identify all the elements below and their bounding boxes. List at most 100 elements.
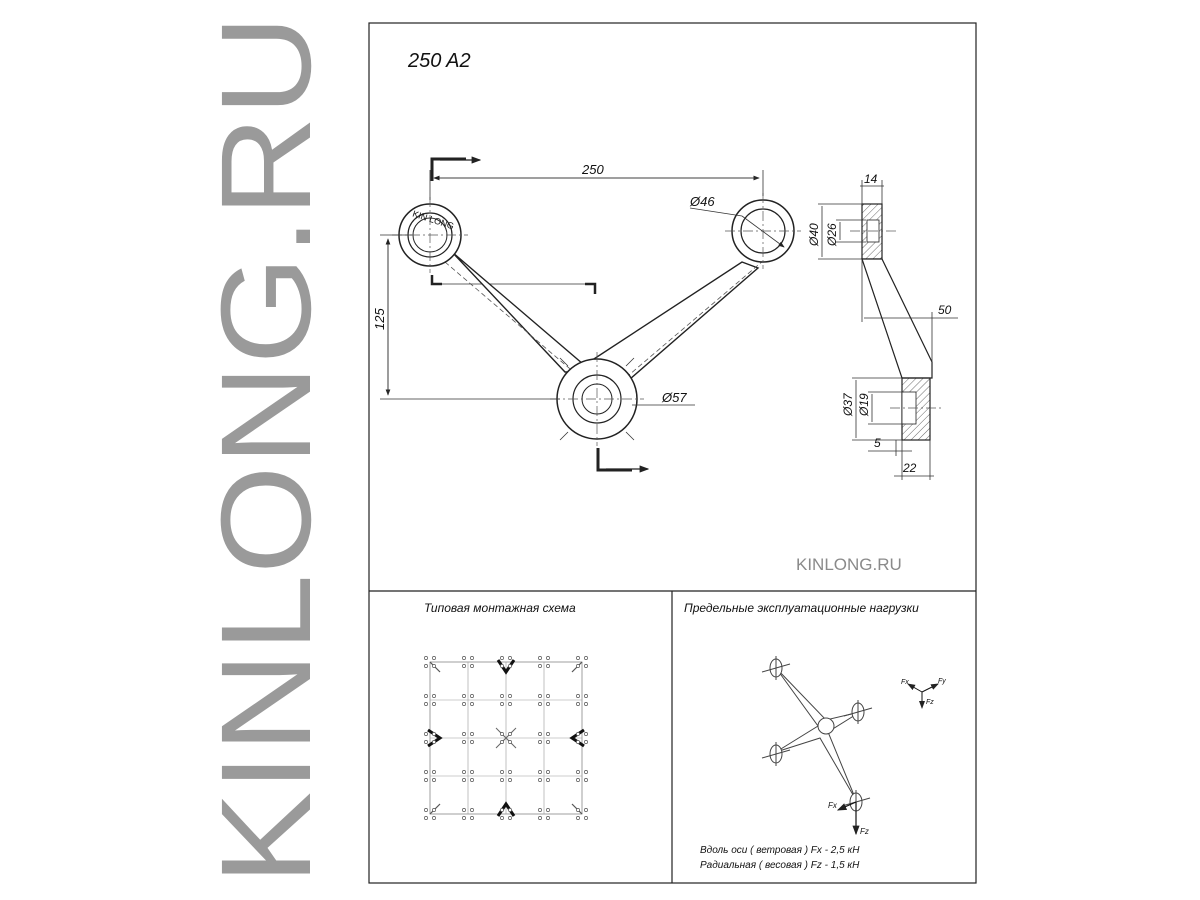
- fixing-point: [470, 664, 474, 668]
- fixing-point: [508, 702, 512, 706]
- fixing-point: [508, 664, 512, 668]
- fixing-point: [432, 778, 436, 782]
- fixing-point: [538, 740, 542, 744]
- fixing-point: [462, 702, 466, 706]
- model-title: 250 A2: [407, 50, 471, 72]
- fixing-point: [424, 816, 428, 820]
- section-mark-top: [430, 156, 482, 181]
- dim-side-inner-label: Ø26: [825, 223, 839, 247]
- fixing-point: [424, 778, 428, 782]
- dim-height-label: 125: [372, 308, 387, 330]
- fixing-point: [500, 770, 504, 774]
- fixing-point: [432, 808, 436, 812]
- fixing-point: [584, 770, 588, 774]
- fixing-point: [508, 732, 512, 736]
- fixing-point: [508, 816, 512, 820]
- load-point-2: [843, 700, 873, 724]
- dim-top-ring: Ø46: [689, 194, 785, 248]
- top-left-ring: KIN LONG: [392, 197, 468, 273]
- fixing-point: [576, 770, 580, 774]
- fixing-point: [538, 664, 542, 668]
- fixing-point: [432, 656, 436, 660]
- axes-fy-label: Fy: [938, 678, 946, 685]
- fixing-point: [470, 702, 474, 706]
- fixing-point: [584, 664, 588, 668]
- dim-side-outer-label: Ø40: [807, 223, 821, 247]
- axes-legend: Fx Fy Fz: [901, 678, 946, 709]
- fixing-point: [546, 656, 550, 660]
- fixing-point: [470, 732, 474, 736]
- axes-fz-label: Fz: [926, 699, 934, 706]
- fixing-point: [546, 778, 550, 782]
- fixing-point: [500, 778, 504, 782]
- fixing-point: [576, 808, 580, 812]
- fixing-point: [500, 702, 504, 706]
- fixing-point: [432, 740, 436, 744]
- fixing-point: [432, 694, 436, 698]
- fixing-point: [470, 740, 474, 744]
- load-axial-text: Вдоль оси ( ветровая ) Fx - 2,5 кН: [700, 845, 860, 856]
- fixing-point: [576, 656, 580, 660]
- mounting-scheme: [424, 656, 588, 820]
- mounting-title: Типовая монтажная схема: [424, 601, 576, 615]
- load-point-1: [761, 656, 791, 680]
- dim-bottom-outer-label: Ø37: [841, 392, 855, 417]
- fixing-point: [500, 808, 504, 812]
- fixing-point: [508, 694, 512, 698]
- fixing-point: [470, 808, 474, 812]
- fixing-point: [424, 702, 428, 706]
- fixing-point: [462, 808, 466, 812]
- fixing-point: [432, 664, 436, 668]
- fixing-point: [470, 694, 474, 698]
- fixing-point: [424, 694, 428, 698]
- fixing-point: [546, 664, 550, 668]
- fixing-point: [508, 740, 512, 744]
- fixing-point: [424, 664, 428, 668]
- fixing-point: [508, 656, 512, 660]
- fixing-point: [500, 732, 504, 736]
- fixing-point: [500, 740, 504, 744]
- fixing-point: [584, 694, 588, 698]
- loads-diagram: Fx Fz: [761, 656, 873, 836]
- spider-front-view: KIN LONG 250: [372, 156, 801, 473]
- fixing-point: [462, 770, 466, 774]
- fixing-point: [576, 664, 580, 668]
- fixing-point: [576, 732, 580, 736]
- dim-center-ring-label: Ø57: [661, 390, 687, 405]
- fixing-point: [576, 702, 580, 706]
- fixing-point: [500, 694, 504, 698]
- fixing-point: [470, 816, 474, 820]
- fixing-point: [508, 770, 512, 774]
- dim-thickness-label: 14: [864, 172, 878, 186]
- section-mark-bottom: [596, 448, 650, 473]
- fixing-point: [424, 732, 428, 736]
- fixing-point: [576, 778, 580, 782]
- section-bracket: [430, 275, 597, 294]
- top-right-ring: [725, 193, 801, 269]
- fixing-point: [584, 740, 588, 744]
- fixing-point: [538, 808, 542, 812]
- fixing-point: [584, 808, 588, 812]
- fixing-point: [432, 702, 436, 706]
- fixing-point: [546, 808, 550, 812]
- fixing-point: [500, 664, 504, 668]
- fixing-point: [584, 778, 588, 782]
- force-x-label: Fx: [828, 801, 838, 810]
- fixing-point: [546, 694, 550, 698]
- fixing-point: [546, 740, 550, 744]
- force-z-label: Fz: [860, 827, 869, 836]
- fixing-point: [538, 702, 542, 706]
- fixing-point: [462, 656, 466, 660]
- fixing-point: [538, 656, 542, 660]
- fixing-point: [576, 694, 580, 698]
- center-ring: [550, 352, 644, 446]
- fixing-point: [546, 702, 550, 706]
- fixing-point: [424, 808, 428, 812]
- fixing-point: [462, 740, 466, 744]
- dim-top-ring-label: Ø46: [689, 194, 715, 209]
- fixing-point: [432, 732, 436, 736]
- dim-bottom-inner-label: Ø19: [857, 393, 871, 417]
- dim-offset-label: 50: [938, 303, 952, 317]
- fixing-point: [462, 778, 466, 782]
- dim-height: 125: [372, 234, 560, 400]
